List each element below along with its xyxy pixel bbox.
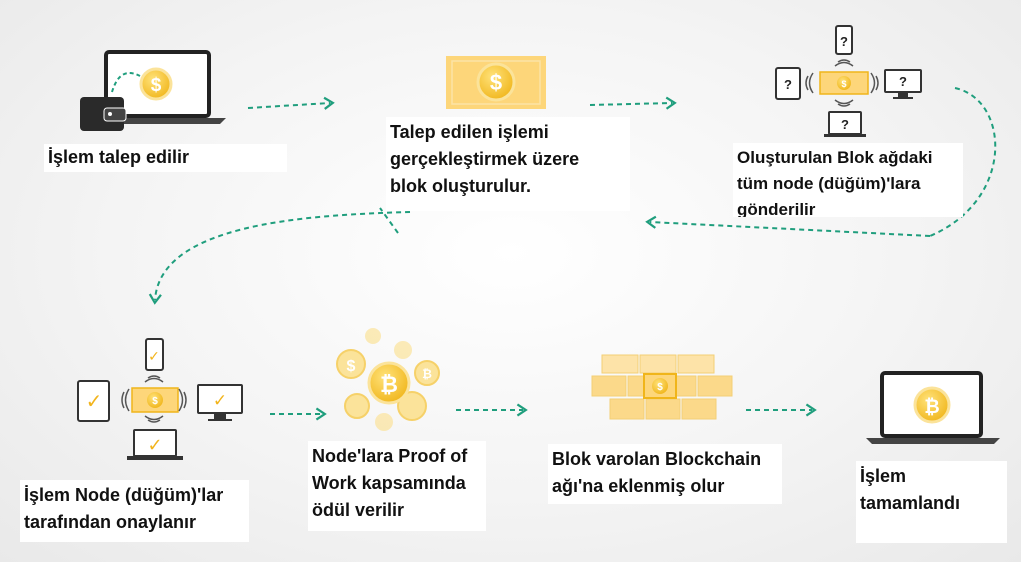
caption-line: Talep edilen işlemi bbox=[390, 122, 549, 142]
small-coin-dollar-symbol: $ bbox=[347, 358, 356, 375]
blockchain-bricks-icon: $ bbox=[591, 354, 733, 420]
unknown-mark-monitor: ? bbox=[899, 74, 907, 89]
center-dollar-symbol: $ bbox=[841, 79, 846, 89]
check-mark-laptop: ✓ bbox=[147, 435, 162, 456]
caption-line: tamamlandı bbox=[860, 493, 961, 513]
brick-dollar-symbol: $ bbox=[657, 382, 663, 393]
caption-line: ağı'na eklenmiş olur bbox=[552, 476, 725, 496]
check-mark-phone: ✓ bbox=[148, 349, 160, 365]
caption-line: İşlem talep edilir bbox=[48, 147, 190, 167]
caption-line: Node'lara Proof of bbox=[312, 446, 468, 466]
check-mark-tablet: ✓ bbox=[86, 389, 103, 413]
flow-arrows bbox=[148, 87, 997, 421]
step-reward-caption: Node'lara Proof of Work kapsamında ödül … bbox=[308, 441, 486, 531]
step-complete-caption: İşlem tamamlandı bbox=[856, 461, 1007, 543]
node-network-unknown-icon: ? ? $ ? ? bbox=[775, 25, 922, 137]
banknote-icon: $ bbox=[446, 56, 546, 109]
step-request-caption: İşlem talep edilir bbox=[44, 144, 287, 172]
unknown-mark-tablet: ? bbox=[784, 77, 792, 92]
unknown-mark-phone: ? bbox=[840, 34, 848, 49]
check-mark-monitor: ✓ bbox=[213, 391, 227, 411]
arrow-request-to-block bbox=[247, 96, 335, 110]
small-coin-bitcoin-symbol: ₿ bbox=[422, 367, 432, 381]
step-block-caption: Talep edilen işlemi gerçekleştirmek üzer… bbox=[386, 117, 630, 211]
validate-dollar-symbol: $ bbox=[152, 396, 158, 407]
caption-line: İşlem bbox=[860, 466, 907, 486]
caption-line: gerçekleştirmek üzere bbox=[390, 149, 580, 169]
caption-line: blok oluşturulur. bbox=[390, 176, 532, 196]
laptop-wallet-icon: $ bbox=[80, 50, 226, 131]
arrow-return-long bbox=[645, 215, 931, 237]
caption-line: Oluşturulan Blok ağdaki bbox=[737, 148, 933, 167]
arrow-block-to-broadcast bbox=[589, 96, 677, 110]
caption-line: İşlem Node (düğüm)'lar bbox=[24, 485, 224, 505]
step-chain-caption: Blok varolan Blockchain ağı'na eklenmiş … bbox=[548, 444, 782, 504]
coin-cluster-icon: $ ₿ ₿ bbox=[336, 328, 440, 431]
node-network-validated-icon: ✓ ✓ $ ✓ ✓ bbox=[77, 338, 243, 460]
main-coin-bitcoin-symbol: ₿ bbox=[380, 373, 398, 398]
caption-line: tarafından onaylanır bbox=[24, 512, 197, 532]
caption-line: Blok varolan Blockchain bbox=[552, 449, 762, 469]
caption-line: tüm node (düğüm)'lara bbox=[737, 174, 921, 193]
laptop-bitcoin-icon: ₿ bbox=[866, 371, 1000, 444]
arrow-down-curve bbox=[148, 211, 411, 305]
step-validate-caption: İşlem Node (düğüm)'lar tarafından onayla… bbox=[20, 480, 249, 542]
unknown-mark-laptop: ? bbox=[841, 117, 849, 132]
caption-line: Work kapsamında bbox=[312, 473, 466, 493]
coin-dollar-symbol: $ bbox=[151, 75, 162, 96]
arrow-broadcast-curve bbox=[929, 87, 997, 237]
step-broadcast-caption: Oluşturulan Blok ağdaki tüm node (düğüm)… bbox=[733, 143, 963, 217]
caption-line: ödül verilir bbox=[312, 500, 405, 520]
banknote-dollar-symbol: $ bbox=[490, 70, 502, 95]
caption-line: gönderilir bbox=[737, 200, 816, 217]
laptop-bitcoin-symbol: ₿ bbox=[924, 396, 939, 418]
